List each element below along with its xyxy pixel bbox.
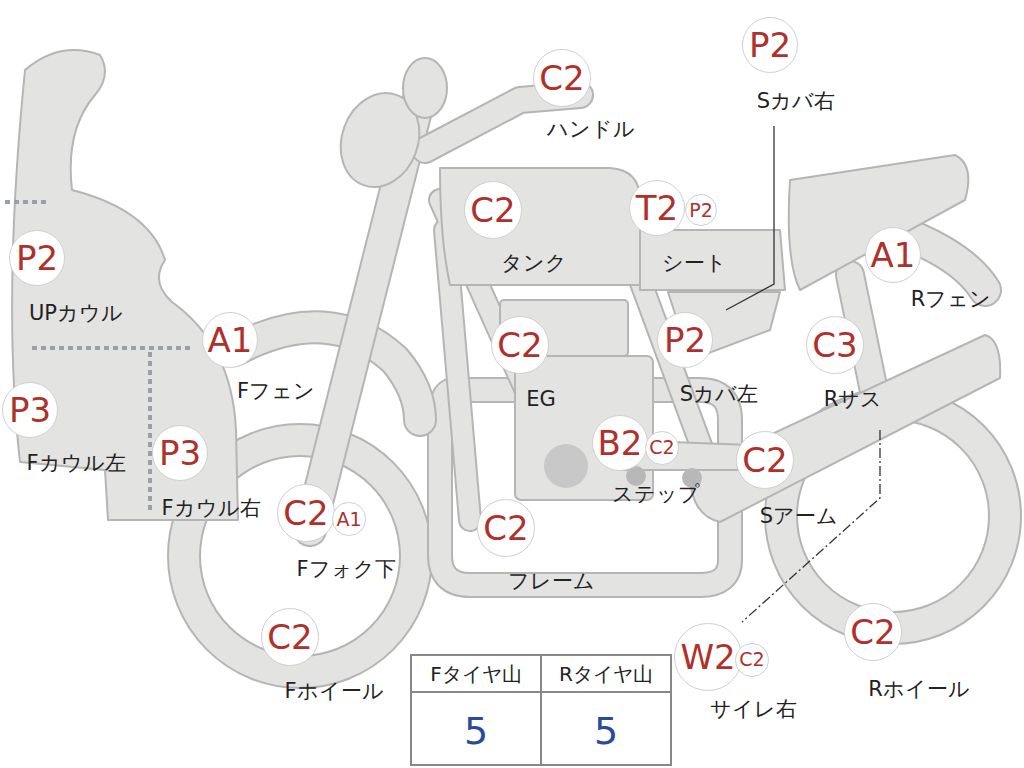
grade-badge: C2Sアーム (736, 431, 793, 488)
table-header: Fタイヤ山 (430, 664, 522, 684)
part-name: シート (662, 253, 727, 274)
grade-badge: C2フレーム (477, 499, 534, 556)
grade-badge: C2EG (491, 316, 548, 373)
grade-code: C3 (812, 328, 857, 362)
grade-badge-small: A1 (332, 502, 365, 535)
grade-code: C2 (470, 193, 515, 227)
grade-badge-small: P2 (685, 194, 717, 226)
grade-code: C2 (283, 496, 328, 530)
grade-code: C2 (742, 443, 787, 477)
grade-badge: A1Fフェン (202, 312, 259, 369)
table-value: 5 (464, 712, 488, 750)
grade-code: A1 (336, 510, 361, 529)
grade-badge: A1Rフェン (865, 227, 922, 284)
part-name: フレーム (508, 571, 595, 592)
table-value: 5 (594, 712, 618, 750)
grade-badge: C2Rホイール (844, 603, 901, 660)
grade-code: P3 (9, 393, 51, 427)
grade-code: A1 (871, 238, 916, 272)
grade-code: P2 (664, 323, 706, 357)
part-name: Sカバ左 (680, 384, 758, 405)
part-name: ステップ (612, 484, 700, 505)
grade-code: C2 (497, 328, 542, 362)
grade-code: A1 (208, 323, 253, 357)
table-header: Rタイヤ山 (559, 664, 653, 684)
grade-code: B2 (598, 426, 643, 460)
part-name: サイレ右 (710, 699, 797, 720)
part-name: Rサス (824, 389, 883, 410)
grade-code: P2 (16, 241, 58, 275)
grade-badge: C3Rサス (806, 316, 863, 373)
grade-badge: T2シート (629, 180, 685, 236)
grade-code: C2 (483, 511, 528, 545)
grade-badge: C2タンク (464, 181, 521, 238)
part-name: Fカウル右 (161, 498, 260, 519)
grade-badge: C2Fフォク下 (277, 484, 334, 541)
part-name: Fフェン (237, 380, 315, 401)
grade-code: P3 (159, 436, 201, 470)
part-name: タンク (501, 253, 567, 274)
grade-code: C2 (267, 620, 312, 654)
grade-badge-small: C2 (645, 431, 678, 464)
grade-code: C2 (539, 61, 584, 95)
grade-code: C2 (649, 438, 674, 457)
grade-code: W2 (680, 640, 735, 674)
part-name: Fフォク下 (296, 559, 395, 580)
grade-code: T2 (636, 191, 678, 225)
part-name: Rフェン (911, 288, 992, 309)
part-name: Sカバ右 (757, 91, 835, 112)
grade-badge-small: C2 (735, 643, 768, 676)
grade-badge: C2ハンドル (533, 49, 590, 106)
grade-code: C2 (850, 615, 895, 649)
grade-badge: P2Sカバ左 (657, 312, 713, 368)
grade-code: C2 (739, 650, 764, 669)
part-name: Sアーム (760, 506, 838, 527)
grade-badge: P2Sカバ右 (742, 17, 798, 73)
grade-badge: C2Fホイール (261, 608, 318, 665)
grade-badge: W2サイレ右 (674, 623, 741, 690)
part-name: Rホイール (868, 679, 970, 700)
part-name: EG (526, 389, 556, 410)
grade-badge: P3Fカウル左 (2, 382, 58, 438)
part-name: Fカウル左 (26, 453, 125, 474)
grade-code: P2 (689, 201, 713, 220)
grade-badge: B2ステップ (592, 415, 649, 472)
part-name: ハンドル (547, 119, 635, 140)
grade-badge: P2UPカウル (9, 230, 65, 286)
grade-code: P2 (749, 28, 791, 62)
part-name: Fホイール (284, 681, 383, 702)
part-name: UPカウル (29, 303, 123, 324)
grade-badge: P3Fカウル右 (152, 425, 208, 481)
